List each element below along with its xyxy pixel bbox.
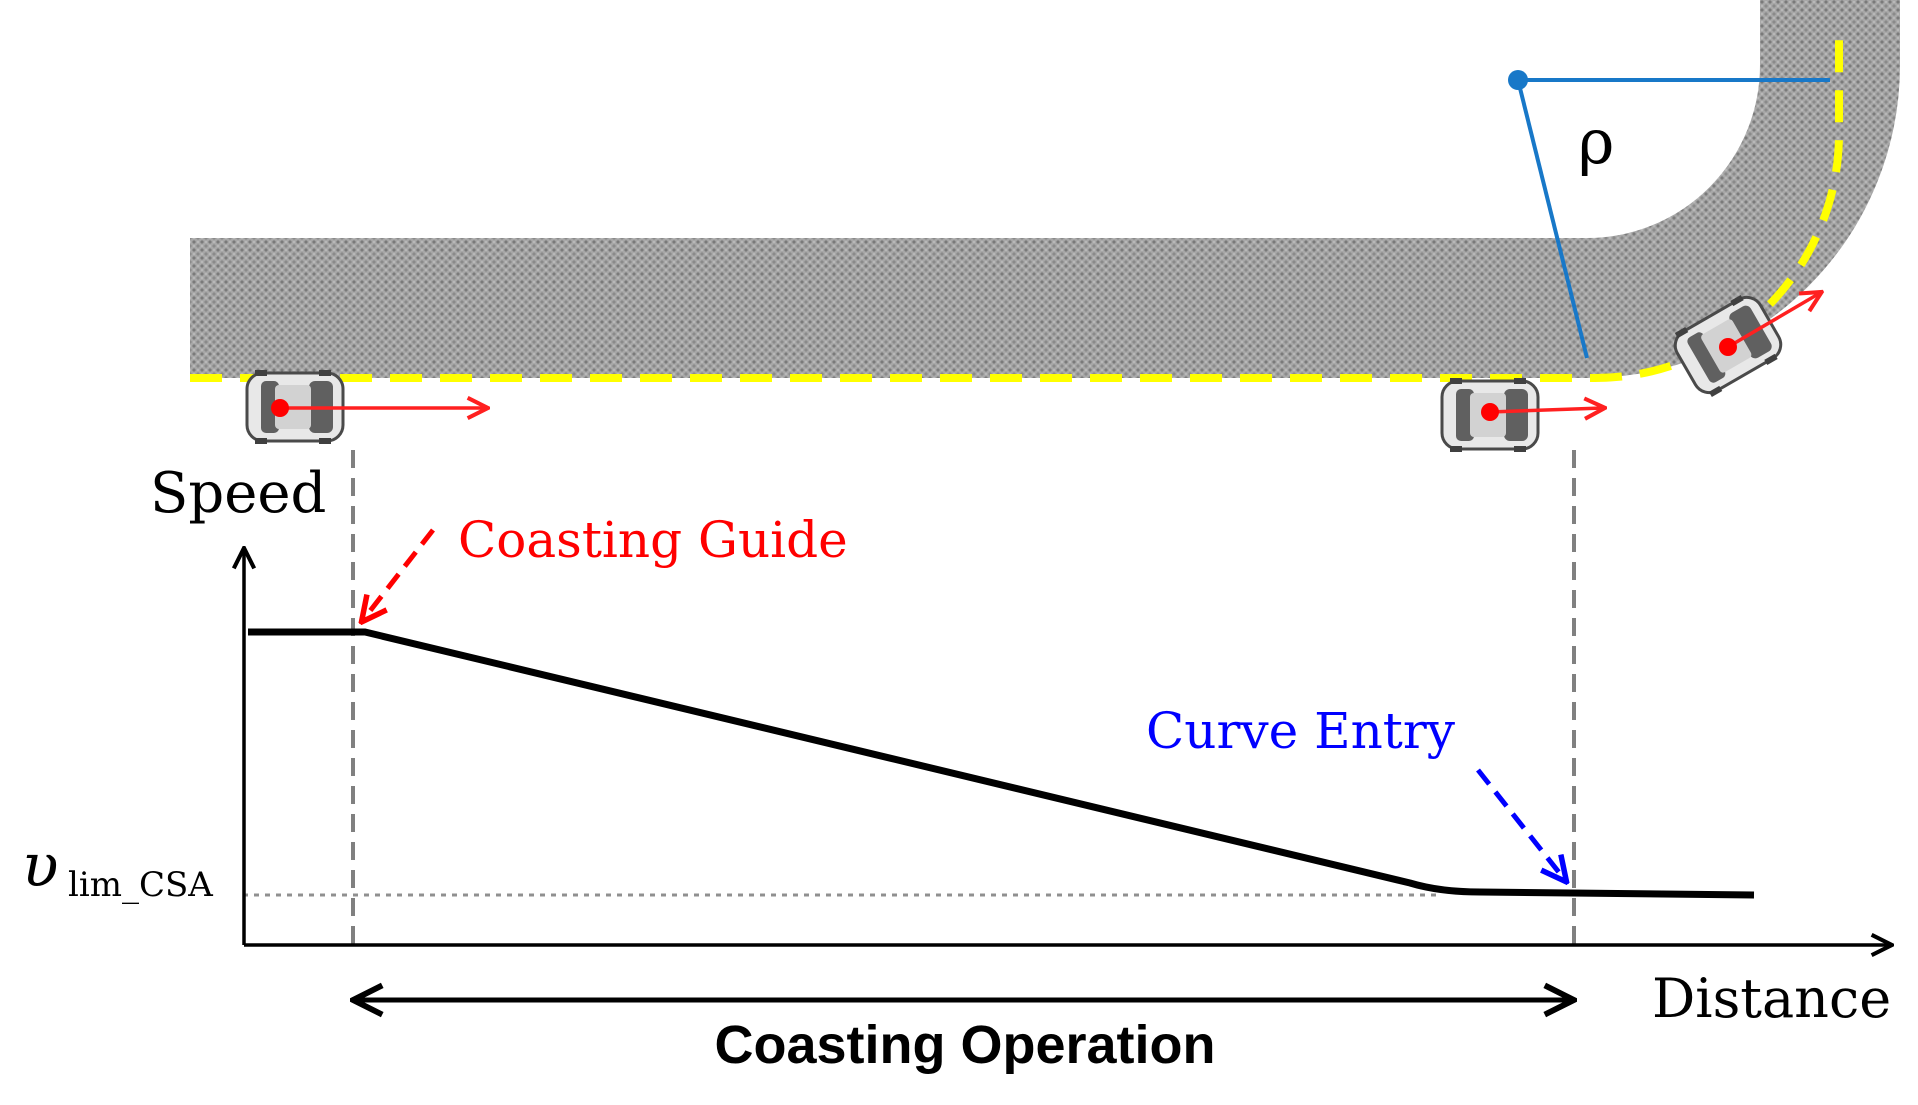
- speed-limit-subscript: lim_CSA: [68, 865, 213, 905]
- speed-limit-label: υ lim_CSA: [22, 831, 213, 905]
- rho-label: ρ: [1578, 105, 1614, 178]
- x-axis-label: Distance: [1652, 967, 1891, 1030]
- curve-radius: [1508, 70, 1830, 359]
- curve-entry-arrow: [1476, 768, 1565, 880]
- coasting-guide-label: Coasting Guide: [458, 511, 848, 569]
- velocity-arrow-start: [271, 399, 486, 417]
- road: [190, 0, 1900, 378]
- coasting-operation-label: Coasting Operation: [714, 1015, 1215, 1075]
- velocity-arrow-curve: [1719, 293, 1820, 356]
- axes: [244, 550, 1890, 945]
- lane-marking: [190, 30, 1843, 382]
- y-axis-label: Speed: [150, 461, 326, 526]
- speed-limit-symbol: υ: [22, 831, 58, 901]
- speed-profile: [248, 628, 1755, 899]
- velocity-arrow-curve-entry: [1481, 403, 1603, 421]
- coasting-guide-arrow: [363, 528, 435, 620]
- curve-entry-label: Curve Entry: [1146, 702, 1456, 760]
